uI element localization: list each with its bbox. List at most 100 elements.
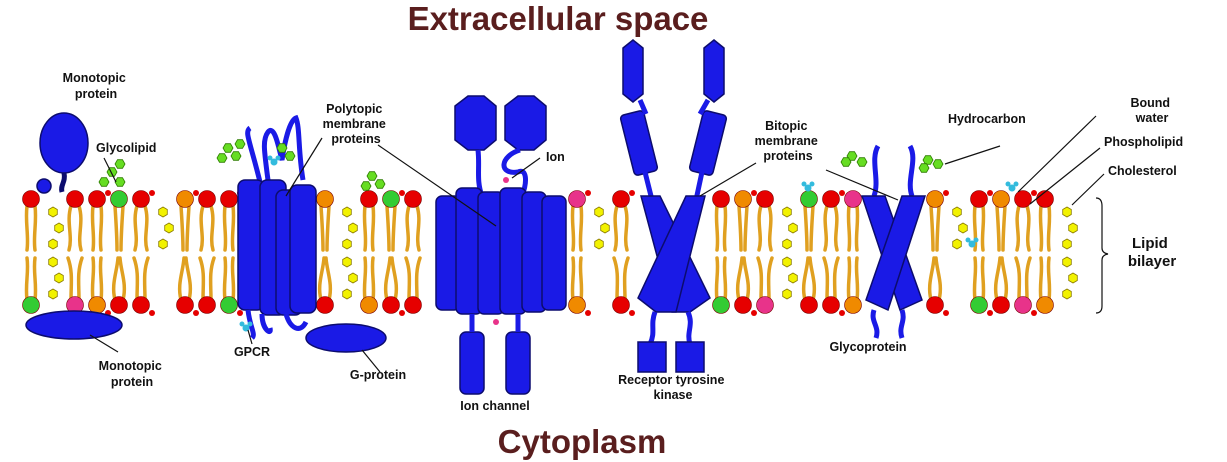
lipid-tail [804, 258, 808, 300]
lipid-tail [92, 206, 93, 250]
phospholipid-head [317, 191, 334, 208]
sugar-ring [223, 144, 233, 153]
water-dot [399, 310, 405, 316]
lipid-tail [145, 206, 147, 250]
lipid-tail [407, 206, 409, 250]
water-dot [629, 310, 635, 316]
water-dot [149, 190, 155, 196]
phospholipid-head [111, 297, 128, 314]
lipid-tail [68, 258, 71, 300]
water-molecule [268, 156, 273, 161]
water-dot [751, 310, 757, 316]
phospholipid-head [177, 191, 194, 208]
water-dot [987, 190, 993, 196]
lipid-bilayer-bracket [1096, 198, 1108, 313]
lipid-tail [716, 206, 717, 250]
cholesterol-ring [1063, 239, 1072, 249]
title-cytoplasm: Cytoplasm [498, 423, 667, 460]
label-glycoprotein: Glycoprotein [829, 340, 906, 354]
lipid-tail [417, 206, 419, 250]
cholesterol-ring [159, 239, 168, 249]
water-dot [629, 190, 635, 196]
cholesterol-ring [783, 289, 792, 299]
lipid-tail [738, 258, 742, 300]
lipid-tail [996, 258, 1000, 300]
water-molecule [240, 322, 245, 327]
lipid-tail [135, 206, 137, 250]
phospholipid-head [713, 191, 730, 208]
phospholipid-head [735, 297, 752, 314]
phospholipid-head [199, 297, 216, 314]
label-glycolipid: Glycolipid [96, 141, 156, 155]
lipid-tail [758, 258, 761, 300]
water-dot [585, 310, 591, 316]
sugar-ring [361, 182, 371, 191]
lipid-tail [1027, 258, 1030, 300]
phospholipid-head [845, 297, 862, 314]
monotopic-protein-bottom [26, 311, 122, 339]
cholesterol-ring [601, 223, 610, 233]
water-molecule [1006, 182, 1011, 187]
receptor-tyrosine-kinase [620, 40, 727, 372]
lipid-tail [327, 206, 329, 250]
cholesterol-ring [55, 223, 64, 233]
phospholipid-head [23, 191, 40, 208]
phospholipid-head [993, 297, 1010, 314]
water-molecule [276, 156, 281, 161]
lipid-tail [364, 206, 365, 250]
water-dot [237, 310, 243, 316]
sugar-ring [933, 160, 943, 169]
lipid-tail [392, 258, 396, 300]
lipid-tail [69, 206, 71, 250]
lipid-tail [211, 258, 214, 300]
glycoprotein [862, 146, 925, 338]
water-molecule [1014, 182, 1019, 187]
water-molecule [802, 182, 807, 187]
label-lipid-bilayer: Lipid bilayer [1128, 235, 1177, 270]
phospholipid-head [133, 297, 150, 314]
lipid-tail [232, 206, 233, 250]
lipid-tail [224, 206, 225, 250]
lipid-tail [614, 258, 617, 300]
phospholipid-head [23, 297, 40, 314]
cholesterol-ring [789, 223, 798, 233]
sugar-ring [285, 152, 295, 161]
cholesterol-ring [49, 257, 58, 267]
lipid-tail [26, 206, 27, 250]
lipid-tail [769, 258, 772, 300]
lipid-tail [937, 206, 939, 250]
sugar-ring [231, 152, 241, 161]
water-molecule [810, 182, 815, 187]
lipid-tail [26, 258, 27, 300]
phospholipid-head [757, 191, 774, 208]
cholesterol-ring [595, 207, 604, 217]
cholesterol-ring [349, 273, 358, 283]
lipid-tail [180, 258, 184, 300]
lipid-tail [417, 258, 420, 300]
label-hydrocarbon: Hydrocarbon [948, 112, 1026, 126]
lipid-tail [835, 206, 837, 250]
lipid-tail [320, 258, 324, 300]
phospholipid-head [971, 297, 988, 314]
phospholipid-head [823, 297, 840, 314]
cholesterol-ring [789, 273, 798, 283]
water-dot [751, 190, 757, 196]
lipid-tail [372, 206, 373, 250]
sugar-ring [919, 164, 929, 173]
water-dot [193, 310, 199, 316]
phospholipid-head [1037, 191, 1054, 208]
phospholipid-head [317, 297, 334, 314]
phospholipid-head [927, 191, 944, 208]
lipid-tail [824, 258, 827, 300]
cholesterol-ring [343, 207, 352, 217]
water-dot [585, 190, 591, 196]
lipid-tail [181, 206, 183, 250]
lipid-tail [625, 206, 627, 250]
lipid-tail [114, 258, 118, 300]
lipid-tail [936, 258, 940, 300]
cholesterol-ring [959, 223, 968, 233]
lipid-tail [1040, 206, 1041, 250]
lipid-tail [835, 258, 838, 300]
label-polytopic-membrane-proteins: Polytopic membrane proteins [323, 102, 390, 146]
